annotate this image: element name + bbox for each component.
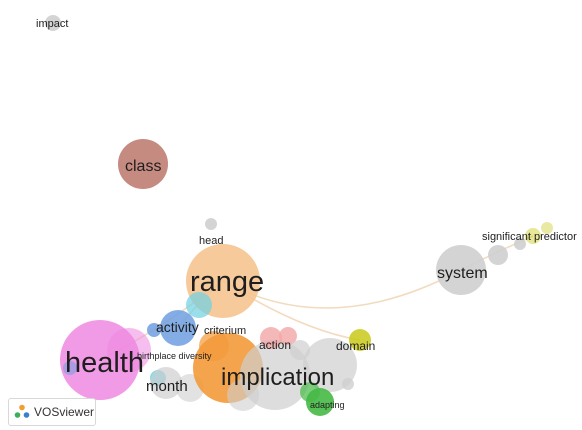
sp-node-3[interactable] — [525, 228, 541, 244]
term-label-range[interactable]: range — [190, 266, 264, 298]
term-label-birthplace-diversity[interactable]: birthplace diversity — [137, 351, 212, 361]
domain-node[interactable] — [349, 329, 371, 351]
term-label-action[interactable]: action — [259, 338, 291, 352]
grey-cluster-2[interactable] — [227, 379, 259, 411]
sp-node-1[interactable] — [488, 245, 508, 265]
cyan-node[interactable] — [186, 292, 212, 318]
grey-cluster-3[interactable] — [290, 340, 310, 360]
action-node[interactable] — [260, 327, 282, 349]
action-node-2[interactable] — [279, 327, 297, 345]
vosviewer-logo-badge[interactable]: VOSviewer — [8, 398, 96, 426]
term-label-implication[interactable]: implication — [221, 364, 334, 391]
node-layer — [45, 15, 553, 416]
term-label-significant-predictor[interactable]: significant predictor — [482, 231, 577, 243]
term-label-month[interactable]: month — [146, 378, 188, 395]
month-node[interactable] — [150, 367, 182, 399]
sp-node-2[interactable] — [514, 238, 526, 250]
domain-grey[interactable] — [303, 338, 357, 392]
health-ring-node[interactable] — [107, 328, 151, 372]
sp-node-4[interactable] — [541, 222, 553, 234]
vosviewer-logo-icon — [14, 404, 30, 418]
implication-orange-2[interactable] — [199, 331, 229, 361]
term-label-domain[interactable]: domain — [336, 339, 375, 353]
head-node[interactable] — [205, 218, 217, 230]
label-layer: impact class head range system significa… — [36, 18, 577, 410]
activity-node[interactable] — [160, 310, 196, 346]
term-label-activity[interactable]: activity — [156, 319, 199, 335]
class-node[interactable] — [118, 139, 168, 189]
activity-small-node[interactable] — [147, 323, 161, 337]
adapting-node-2[interactable] — [300, 382, 320, 402]
grey-cluster-4[interactable] — [342, 378, 354, 390]
vosviewer-logo-text: VOSviewer — [34, 405, 95, 419]
term-label-system[interactable]: system — [437, 265, 488, 282]
term-label-adapting[interactable]: adapting — [310, 400, 345, 410]
impact-node[interactable] — [45, 15, 61, 31]
term-label-health[interactable]: health — [65, 347, 144, 379]
system-node[interactable] — [436, 245, 486, 295]
term-label-class[interactable]: class — [125, 158, 161, 175]
term-label-head[interactable]: head — [199, 235, 223, 247]
purple-node[interactable] — [63, 361, 77, 375]
term-label-impact[interactable]: impact — [36, 18, 68, 30]
term-label-criterium[interactable]: criterium — [204, 325, 246, 337]
